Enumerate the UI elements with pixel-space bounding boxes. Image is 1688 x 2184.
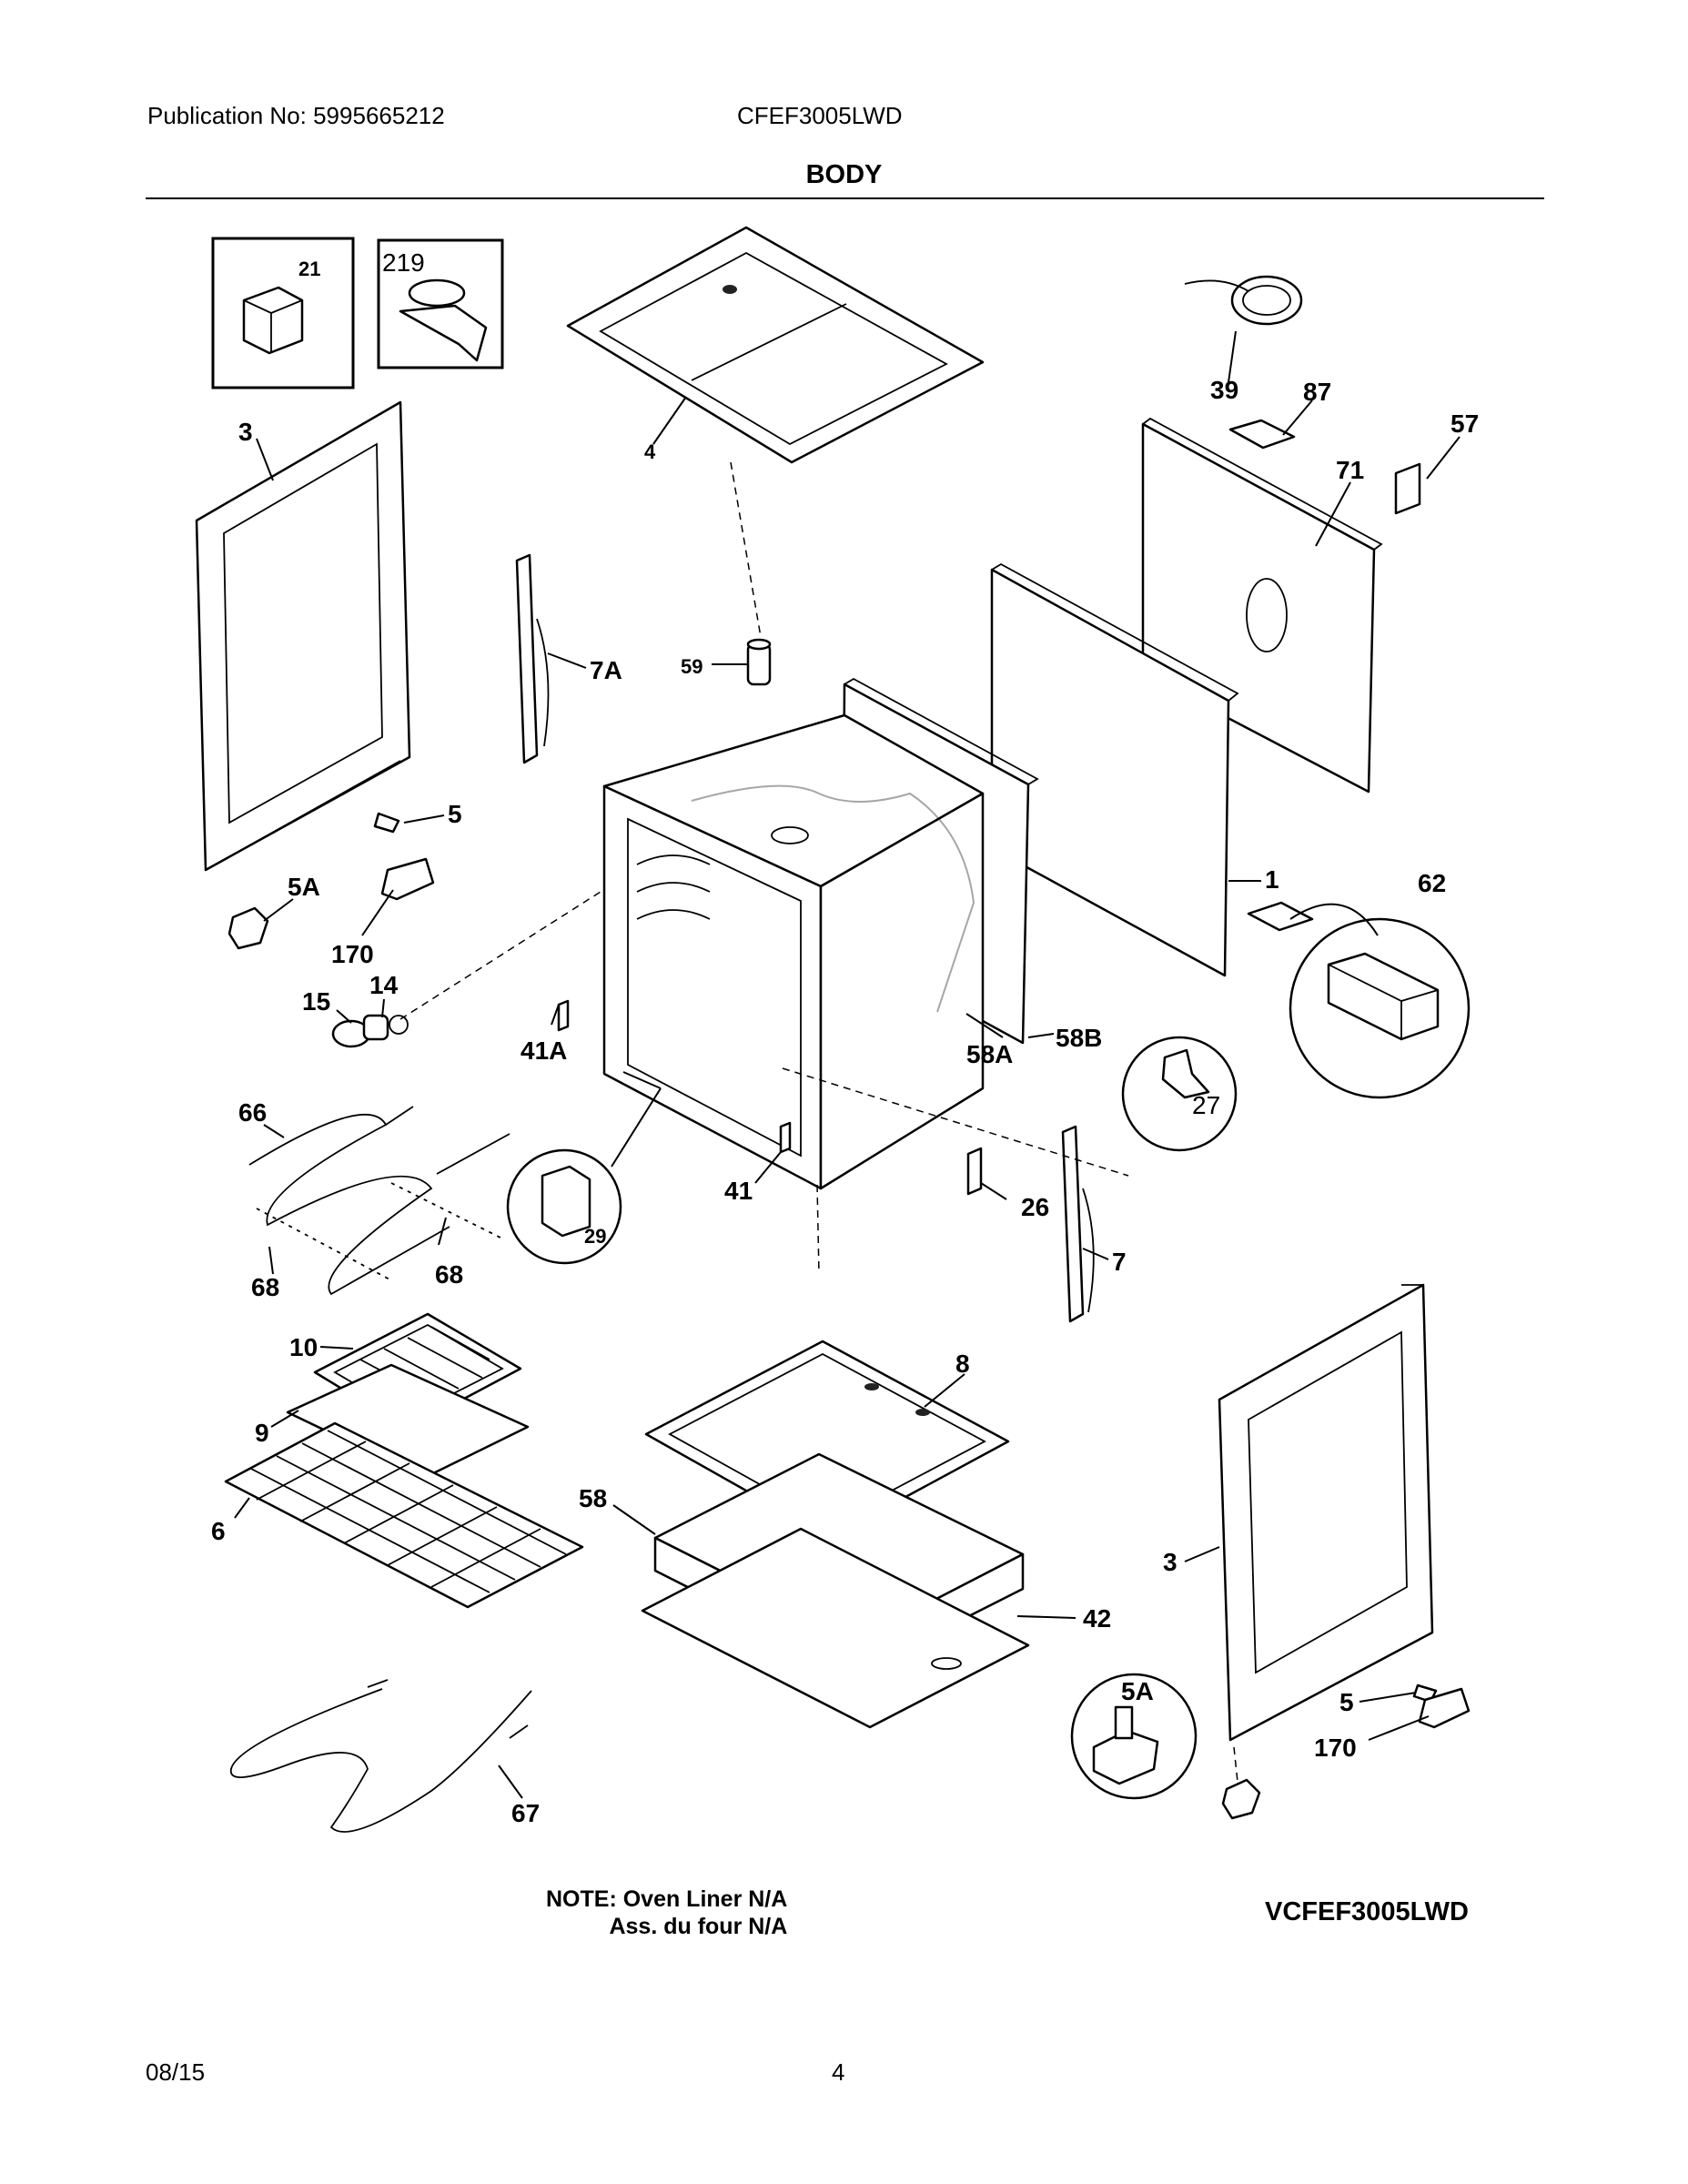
callout-62: 62 (1418, 869, 1446, 897)
callout-68-left: 68 (251, 1273, 279, 1301)
callout-15: 15 (302, 987, 330, 1016)
top-panel (566, 226, 985, 464)
callout-26: 26 (1021, 1193, 1049, 1221)
leveling-leg-left (227, 812, 435, 950)
leveling-leg-right (1221, 1684, 1471, 1820)
bracket-26 (966, 1147, 983, 1196)
callout-7A: 7A (590, 656, 622, 684)
footer-date: 08/15 (146, 2058, 206, 2086)
callout-58B: 58B (1056, 1024, 1102, 1052)
callout-42: 42 (1083, 1604, 1111, 1633)
callout-21: 21 (298, 258, 320, 280)
callout-8: 8 (955, 1350, 970, 1378)
callout-10: 10 (289, 1333, 318, 1361)
section-title: BODY (805, 160, 883, 189)
callout-58: 58 (579, 1484, 607, 1512)
inset-part-21 (211, 237, 355, 389)
callout-219: 219 (382, 248, 425, 277)
callout-41A: 41A (521, 1036, 567, 1065)
callout-87: 87 (1303, 378, 1331, 406)
element-supports (256, 1182, 501, 1282)
publication-number: Publication No: 5995665212 (147, 102, 445, 129)
bottom-panel (641, 1527, 1030, 1729)
callout-57: 57 (1450, 410, 1479, 438)
callout-7: 7 (1112, 1248, 1127, 1276)
bracket-87 (1228, 419, 1296, 450)
sleeve-59 (746, 638, 772, 686)
callout-5A-right: 5A (1121, 1677, 1154, 1705)
hinge-7 (1061, 1125, 1095, 1323)
callout-6: 6 (211, 1517, 226, 1545)
callout-27: 27 (1192, 1091, 1220, 1119)
callout-39: 39 (1210, 376, 1238, 404)
callout-68-right: 68 (435, 1260, 463, 1289)
callout-29: 29 (584, 1225, 606, 1248)
callout-5A-left: 5A (288, 873, 320, 901)
callout-1: 1 (1265, 865, 1279, 894)
callout-3-right: 3 (1163, 1548, 1178, 1576)
callout-5-left: 5 (448, 800, 462, 828)
inner-back-panel (990, 562, 1239, 977)
callout-59: 59 (681, 655, 702, 678)
callout-3-left: 3 (238, 418, 253, 446)
inset-part-219 (377, 238, 504, 369)
note-line-1: NOTE: Oven Liner N/A (546, 1886, 788, 1912)
diagram-code: VCFEF3005LWD (1265, 1897, 1469, 1926)
bake-element (230, 1679, 532, 1833)
callout-41: 41 (724, 1177, 753, 1205)
header-rule (146, 197, 1544, 199)
side-panel-right (1218, 1283, 1434, 1742)
note-line-2: Ass. du four N/A (609, 1914, 788, 1939)
callout-67: 67 (511, 1799, 540, 1827)
wire-harness (1184, 275, 1303, 326)
callout-170-right: 170 (1314, 1734, 1357, 1762)
callout-9: 9 (255, 1419, 269, 1447)
callout-4: 4 (644, 440, 656, 463)
terminal-block (1247, 901, 1314, 932)
oven-rack (224, 1421, 584, 1609)
oven-lamp (331, 1014, 409, 1048)
bracket-41A (557, 999, 570, 1032)
inset-circle-62 (1289, 917, 1471, 1099)
note-block: NOTE: Oven Liner N/A Ass. du four N/A (546, 1886, 787, 1940)
callout-58A: 58A (966, 1040, 1013, 1068)
inset-circle-29 (506, 1148, 622, 1265)
callout-14: 14 (369, 971, 399, 999)
model-number: CFEF3005LWD (737, 102, 903, 129)
leader-lines (234, 330, 1461, 1799)
inset-circle-5A (1070, 1673, 1198, 1800)
footer-page-number: 4 (832, 2058, 845, 2086)
bracket-41 (779, 1121, 792, 1154)
hinge-7A (515, 553, 550, 764)
inset-circle-27 (1121, 1036, 1238, 1152)
broil-element (248, 1106, 510, 1296)
callout-5-right: 5 (1339, 1688, 1354, 1716)
side-panel-left (195, 400, 411, 872)
frame-dashes (782, 1067, 1129, 1275)
callout-170-left: 170 (331, 940, 374, 968)
callout-66: 66 (238, 1098, 267, 1127)
cover-57 (1394, 462, 1421, 515)
callout-71: 71 (1336, 456, 1364, 484)
